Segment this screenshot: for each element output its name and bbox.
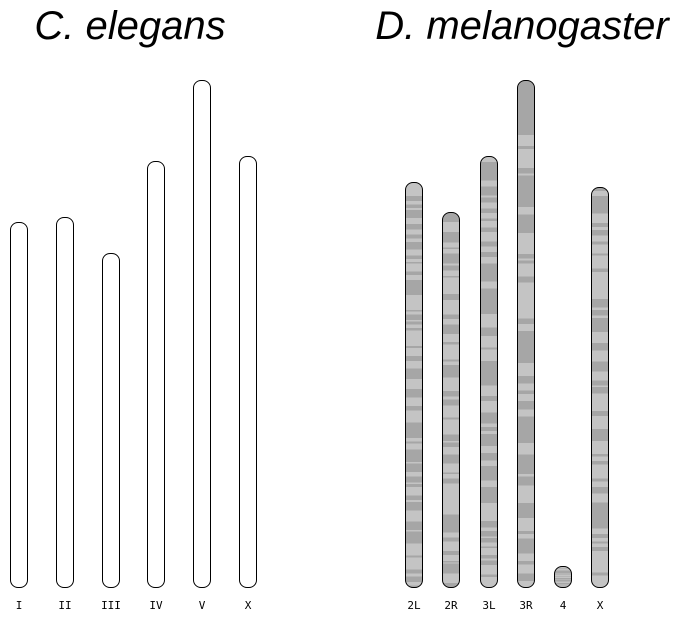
chromosome-dmel-2r xyxy=(442,212,460,588)
chromosome-label-celegans-iv: IV xyxy=(149,599,163,612)
chromosome-label-celegans-ii: II xyxy=(58,599,72,612)
chromosome-celegans-iv xyxy=(147,161,165,588)
chromosome-dmel-4 xyxy=(554,566,572,588)
chromosome-celegans-x xyxy=(239,156,257,588)
chromosome-celegans-ii xyxy=(56,217,74,588)
chromosome-celegans-v xyxy=(193,80,211,588)
celegans-title: C. elegans xyxy=(34,4,226,48)
chromosome-label-celegans-iii: III xyxy=(101,599,121,612)
chromosome-label-dmel-x: X xyxy=(596,599,604,612)
dmel-chromosome-area: 2L 2R 3L 3R 4 X xyxy=(350,0,694,617)
chromosome-dmel-3l xyxy=(480,156,498,588)
chromosome-label-celegans-v: V xyxy=(198,599,206,612)
dmel-panel: D. melanogaster 2L 2R 3L 3R 4 X xyxy=(350,0,694,617)
chromosome-dmel-2l xyxy=(405,182,423,588)
chromosome-celegans-iii xyxy=(102,253,120,588)
dmel-title: D. melanogaster xyxy=(375,4,669,48)
chromosome-label-dmel-3l: 3L xyxy=(482,599,496,612)
chromosome-label-dmel-4: 4 xyxy=(559,599,567,612)
chromosome-label-dmel-3r: 3R xyxy=(519,599,533,612)
chromosome-dmel-x xyxy=(591,187,609,588)
chromosome-label-dmel-2r: 2R xyxy=(444,599,458,612)
chromosome-label-celegans-i: I xyxy=(15,599,23,612)
chromosome-label-celegans-x: X xyxy=(244,599,252,612)
chromosome-celegans-i xyxy=(10,222,28,588)
chromosome-dmel-3r xyxy=(517,80,535,588)
chromosome-label-dmel-2l: 2L xyxy=(407,599,421,612)
